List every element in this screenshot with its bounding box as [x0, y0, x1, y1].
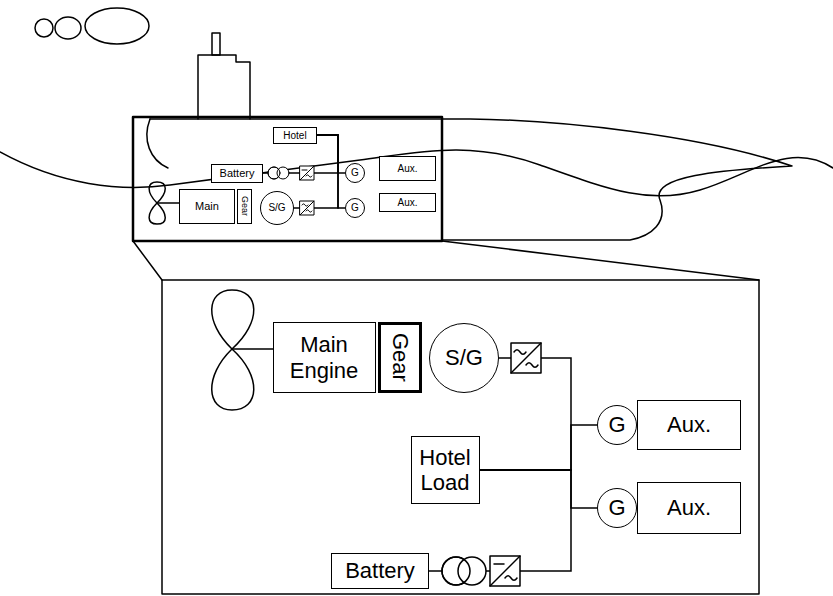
node-label: Hotel Load: [414, 445, 477, 496]
node-label: Gear: [389, 333, 411, 382]
node-label: G: [608, 412, 625, 437]
connector-line: [317, 135, 345, 173]
transformer-symbol: [268, 167, 289, 179]
transformer-symbol: [442, 557, 486, 585]
gear-box: Gear: [378, 322, 422, 393]
node-label: S/G: [445, 345, 483, 370]
node-label: Aux.: [667, 495, 711, 520]
inset-frame: [133, 117, 442, 241]
propeller-shaft: [232, 348, 274, 350]
node-label: Aux.: [397, 197, 417, 209]
hotel-load-box: Hotel Load: [411, 436, 480, 504]
node-label: Aux.: [667, 412, 711, 437]
connector-line: [294, 135, 338, 208]
node-label: Gear: [240, 196, 249, 216]
aux-engine-box: Aux.: [637, 482, 741, 534]
generator-circle-small: G: [345, 163, 365, 183]
gear-box-small: Gear: [237, 189, 252, 224]
converter-symbol: [490, 556, 520, 586]
shaft-generator-circle: S/G: [429, 323, 499, 393]
connector-line: [480, 425, 598, 470]
node-label: Battery: [220, 167, 255, 180]
node-label: Battery: [345, 558, 415, 583]
smoke-puff: [85, 8, 149, 44]
sea-wave: [0, 150, 833, 196]
propeller: [212, 290, 254, 410]
node-label: S/G: [268, 202, 285, 214]
converter-symbol: [300, 166, 314, 180]
battery-box: Battery: [331, 553, 429, 589]
battery-box-small: Battery: [211, 164, 263, 183]
node-label: Hotel: [283, 130, 306, 142]
generator-circle: G: [597, 488, 637, 528]
zoom-frame: [162, 280, 759, 594]
main-engine-box: Main Engine: [273, 322, 376, 393]
propeller-shaft: [157, 202, 179, 204]
propeller: [149, 182, 165, 224]
zoom-line: [442, 241, 759, 280]
aux-engine-box-small: Aux.: [379, 193, 436, 212]
ship-hull: [150, 119, 792, 240]
generator-circle: G: [597, 405, 637, 445]
converter-symbol: [300, 201, 314, 215]
funnel: [198, 55, 250, 119]
node-label: G: [351, 167, 359, 179]
main-engine-box-small: Main: [179, 189, 235, 224]
ship-stern: [147, 119, 168, 168]
smoke-puff: [55, 17, 81, 39]
aux-engine-box: Aux.: [637, 400, 741, 450]
aux-engine-box-small: Aux.: [379, 156, 436, 181]
funnel-pipe: [212, 33, 220, 55]
converter-symbol: [511, 343, 541, 373]
generator-circle-small: G: [345, 198, 365, 218]
smoke-puff: [35, 19, 53, 37]
node-label: Main: [195, 200, 219, 213]
node-label: G: [351, 202, 359, 214]
hotel-box-small: Hotel: [273, 127, 317, 145]
node-label: Aux.: [397, 163, 417, 175]
connector-line: [317, 135, 345, 208]
connector-line: [480, 470, 598, 508]
node-label: Main Engine: [278, 332, 371, 383]
shaft-generator-circle-small: S/G: [260, 191, 294, 225]
node-label: G: [608, 495, 625, 520]
zoom-line: [133, 241, 162, 280]
